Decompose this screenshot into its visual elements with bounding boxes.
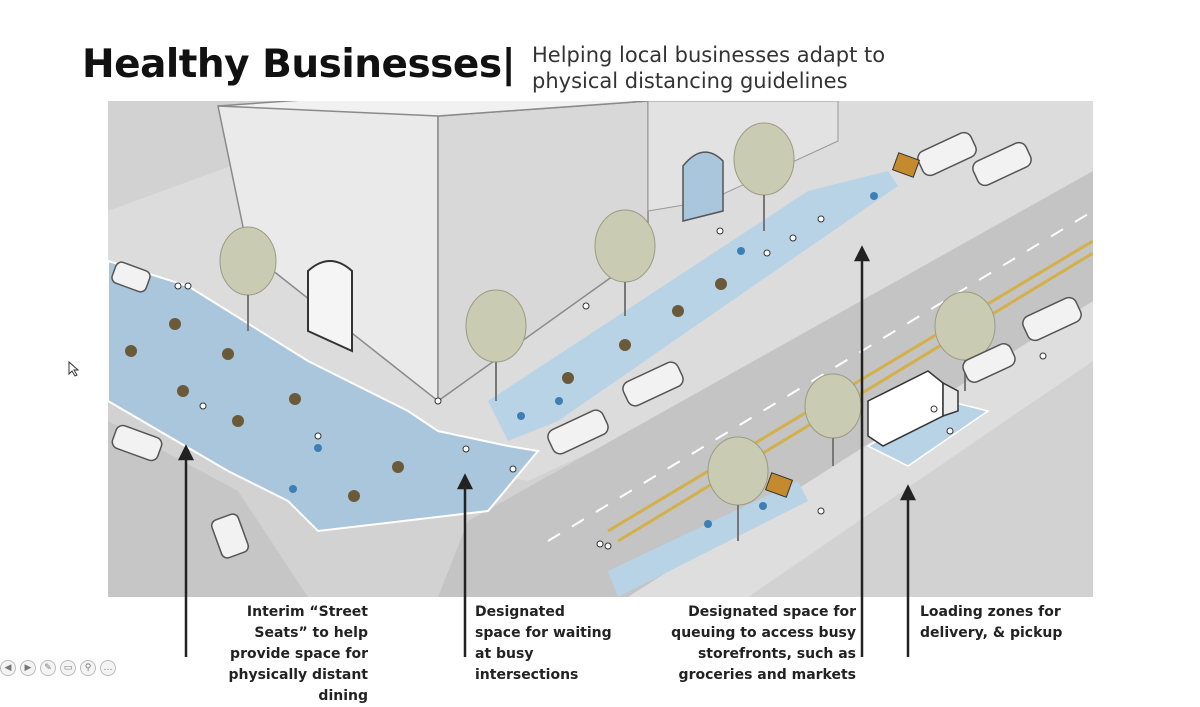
caption-waiting-intersections: Designated space for waiting at busy int… [475,604,612,683]
more-options-icon[interactable]: … [100,660,116,676]
page-subtitle: Helping local businesses adapt to physic… [532,43,886,93]
caption-street-seats: Interim “Street Seats” to help provide s… [228,604,368,704]
mouse-cursor-icon [68,361,80,377]
eraser-icon[interactable]: ▭ [60,660,76,676]
next-slide-icon[interactable]: ▶ [20,660,36,676]
caption-loading-zones: Loading zones for delivery, & pickup [920,604,1063,641]
previous-slide-icon[interactable]: ◀ [0,660,16,676]
street-illustration [108,101,1093,597]
pen-icon[interactable]: ✎ [40,660,56,676]
arrow-extensions [184,597,910,657]
slideshow-toolbar: ◀ ▶ ✎ ▭ ⚲ … [0,660,116,677]
page-title: Healthy Businesses| [82,42,516,87]
caption-queuing-storefronts: Designated space for queuing to access b… [671,604,856,683]
zoom-icon[interactable]: ⚲ [80,660,96,676]
